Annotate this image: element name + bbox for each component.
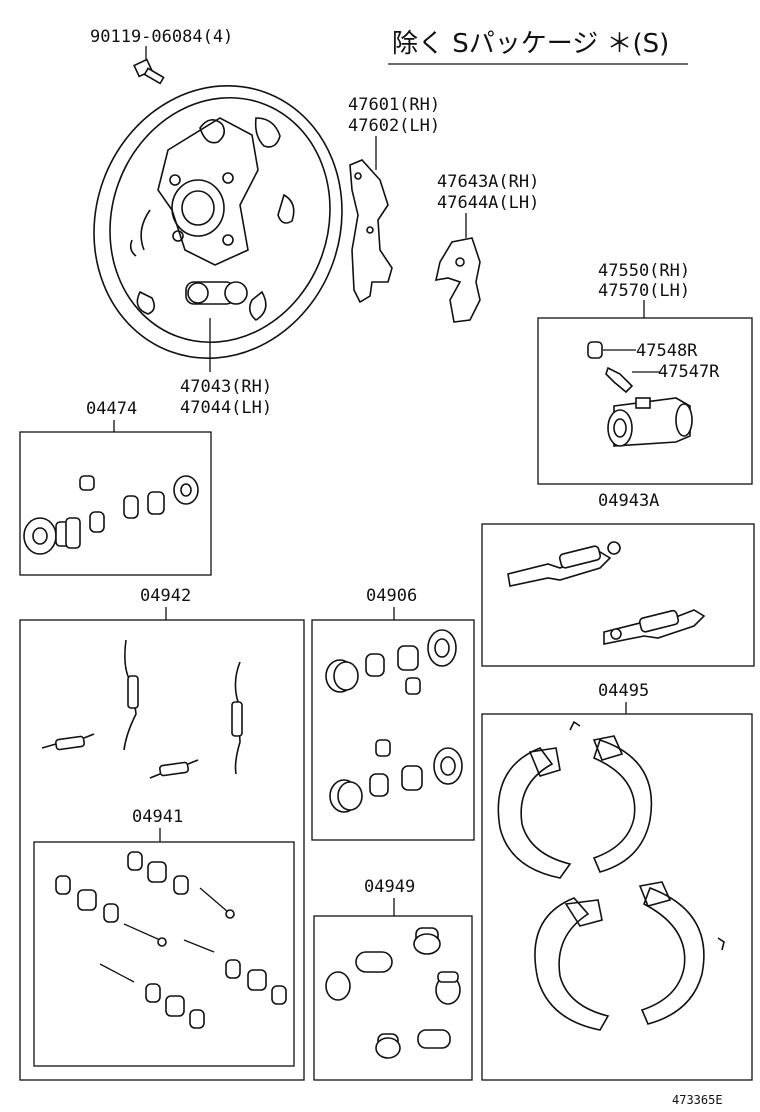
label-kit-04906[interactable]: 04906	[366, 586, 417, 606]
label-bleeder[interactable]: 47547R	[658, 362, 720, 382]
label-strut-lh[interactable]: 47644A(LH)	[437, 193, 539, 213]
kit-04941-parts[interactable]	[55, 851, 287, 1029]
bleeder-cap-part[interactable]	[587, 341, 603, 359]
label-kit-04474[interactable]: 04474	[86, 399, 137, 419]
label-backing-lh[interactable]: 47044(LH)	[180, 398, 272, 418]
brake-shoe-set[interactable]	[497, 720, 725, 1031]
box-kit-04474	[19, 431, 212, 576]
label-lever-lh[interactable]: 47602(LH)	[348, 116, 440, 136]
kit-04942-springs[interactable]	[41, 639, 243, 779]
box-kit-04941	[33, 841, 295, 1067]
footer-code: 473365E	[672, 1093, 723, 1107]
strut-part[interactable]	[434, 237, 481, 323]
box-kit-04906	[311, 619, 475, 841]
box-kit-04495	[481, 713, 753, 1081]
label-backing-rh[interactable]: 47043(RH)	[180, 377, 272, 397]
diagram-title: 除く Sパッケージ ＊(S)	[392, 29, 669, 59]
label-cyl-rh[interactable]: 47550(RH)	[598, 261, 690, 281]
box-kit-04942	[19, 619, 305, 1081]
bolt-part[interactable]	[133, 58, 165, 85]
wheel-cylinder-body[interactable]	[607, 397, 693, 447]
label-kit-04949[interactable]: 04949	[364, 877, 415, 897]
box-kit-04943a-adjusters	[481, 523, 755, 667]
adjuster-parts[interactable]	[507, 541, 706, 645]
label-cyl-lh[interactable]: 47570(LH)	[598, 281, 690, 301]
parking-lever[interactable]	[349, 159, 393, 304]
box-wheel-cylinder	[537, 317, 753, 485]
kit-04906-parts[interactable]	[325, 629, 463, 813]
kit-04949-parts[interactable]	[325, 927, 461, 1059]
label-strut-rh[interactable]: 47643A(RH)	[437, 172, 539, 192]
label-kit-04942[interactable]: 04942	[140, 586, 191, 606]
backing-plate[interactable]	[56, 51, 380, 394]
label-kit-04495[interactable]: 04495	[598, 681, 649, 701]
kit-04474-parts[interactable]	[23, 475, 199, 555]
box-kit-04949	[313, 915, 473, 1081]
label-kit-04941[interactable]: 04941	[132, 807, 183, 827]
label-kit-04943a[interactable]: 04943A	[598, 491, 659, 511]
bleeder-screw-part[interactable]	[605, 366, 634, 394]
label-cap[interactable]: 47548R	[636, 341, 698, 361]
label-bolt[interactable]: 90119-06084(4)	[90, 27, 233, 47]
label-lever-rh[interactable]: 47601(RH)	[348, 95, 440, 115]
